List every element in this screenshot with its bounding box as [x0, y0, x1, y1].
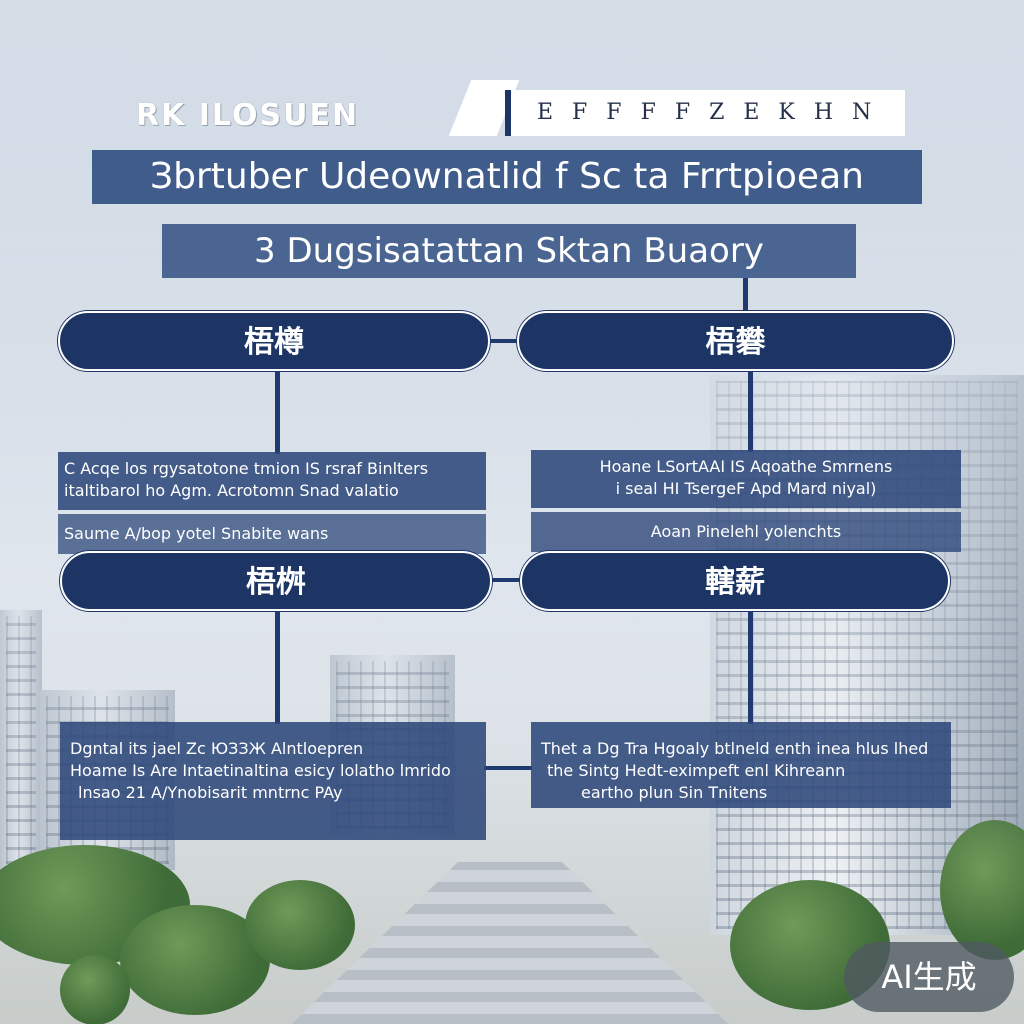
connector-line: [748, 370, 753, 452]
connector-line: [748, 610, 753, 724]
connector-line: [484, 766, 532, 770]
brand-tagline-banner: E F F F F Z E K H N: [505, 90, 905, 136]
brand-wordmark: RK ILOSUEN: [136, 98, 360, 133]
panel-text: Thet a Dg Tra Hgoaly btlneld enth inea h…: [541, 739, 929, 758]
connector-line: [488, 339, 520, 343]
page-subtitle: 3 Dugsisatattan Sktan Buaory: [162, 224, 856, 278]
flow-node-4: 轄薪: [520, 551, 950, 611]
panel-text: lnsao 21 A/Ynobisarit mntrnc PAy: [78, 783, 343, 802]
panel-text: C Acqe los rgysatotone tmion IS rsraf Bi…: [64, 459, 429, 478]
panel-caption: Saume A/bop yotel Snabite wans: [64, 524, 329, 543]
info-panel-3: Dgntal its jael Zc ЮЗЗЖ Alntloepren Hoam…: [60, 722, 486, 840]
panel-text: eartho plun Sin Tnitens: [581, 783, 768, 802]
panel-text: i seal HI TsergeF Apd Mard niyal): [615, 479, 877, 498]
flow-node-3: 梧桝: [60, 551, 492, 611]
connector-line: [275, 610, 280, 724]
panel-text: italtibarol ho Agm. Acrotomn Snad valati…: [64, 481, 399, 500]
panel-caption: Aoan Pinelehl yolenchts: [650, 522, 842, 541]
panel-text: Hoane LSortAAI IS Aqoathe Smrnens: [599, 457, 893, 476]
info-panel-1-caption: Saume A/bop yotel Snabite wans: [58, 514, 486, 554]
flow-node-2: 梧礬: [517, 311, 954, 371]
info-panel-2: Hoane LSortAAI IS Aqoathe Smrnens i seal…: [531, 450, 961, 508]
connector-line: [490, 578, 522, 582]
panel-text: the Sintg Hedt-eximpeft enl Kihreann: [547, 761, 846, 780]
info-panel-2-caption: Aoan Pinelehl yolenchts: [531, 512, 961, 552]
connector-line: [743, 278, 748, 312]
page-title: Зbrtuber Udeownatlid f Sc ta Frrtpioean: [92, 150, 922, 204]
panel-text: Hoame Is Are Intaetinaltina esicy lolath…: [70, 761, 451, 780]
connector-line: [275, 370, 280, 454]
ai-generated-badge: AI生成: [844, 942, 1014, 1012]
flow-node-1: 梧樽: [58, 311, 490, 371]
info-panel-1: C Acqe los rgysatotone tmion IS rsraf Bi…: [58, 452, 486, 510]
panel-text: Dgntal its jael Zc ЮЗЗЖ Alntloepren: [70, 739, 364, 758]
info-panel-4: Thet a Dg Tra Hgoaly btlneld enth inea h…: [531, 722, 951, 808]
